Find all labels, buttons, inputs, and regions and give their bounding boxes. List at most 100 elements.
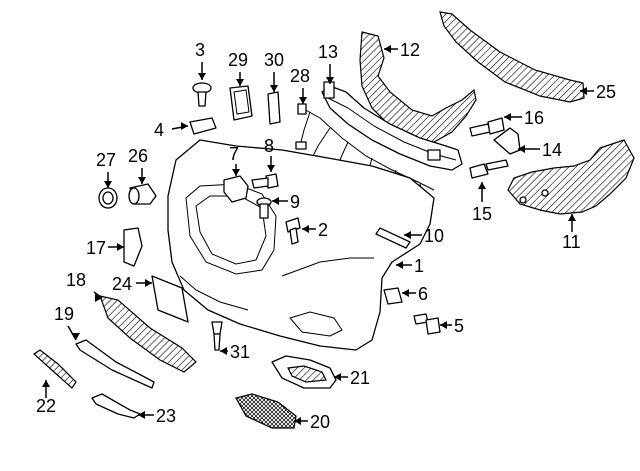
callout-number: 29 [228,50,248,70]
arrow-head-icon [568,214,576,221]
callout-3: 3 [195,40,206,80]
callout-12: 12 [384,40,420,60]
part-29-control-module [229,85,253,121]
callout-25: 25 [580,82,616,102]
callout-number: 28 [290,66,310,86]
callout-18: 18 [66,270,103,302]
part-21-fog-lamp-bezel [271,355,337,389]
arrow-head-icon [404,231,411,239]
part-7-bracket [223,175,249,203]
callout-number: 10 [424,226,444,246]
arrow-head-icon [270,85,278,92]
callout-22: 22 [36,380,56,416]
arrow-head-icon [384,45,391,53]
arrow-head-icon [396,261,403,269]
callout-number: 26 [128,146,148,166]
callout-number: 11 [562,232,581,252]
part-26-park-sensor [128,183,157,205]
callout-4: 4 [154,120,189,140]
callout-6: 6 [402,284,428,304]
part-27-sensor-ring [98,187,118,209]
callout-28: 28 [290,66,310,104]
callout-number: 18 [66,270,86,290]
arrow-head-icon [181,122,188,130]
callout-number: 8 [264,136,274,156]
arrow-head-icon [220,347,227,355]
arrow-head-icon [95,294,102,302]
arrow-head-icon [117,243,124,251]
part-31-temperature-sensor [211,321,223,351]
part-18-grille [99,295,197,373]
arrow-head-icon [580,87,587,95]
part-4-nut [189,117,217,135]
callout-number: 13 [318,42,338,62]
part-3-screw [192,82,212,107]
arrow-head-icon [478,182,486,189]
arrow-head-icon [299,97,307,104]
arrow-head-icon [198,73,206,80]
arrow-head-icon [42,380,50,387]
callout-number: 23 [156,406,176,426]
part-2-screw [285,217,301,245]
arrow-head-icon [518,145,525,153]
callout-1: 1 [396,256,424,276]
callout-2: 2 [302,220,328,240]
arrow-head-icon [72,333,80,340]
callout-8: 8 [264,136,275,172]
callout-number: 3 [195,40,205,60]
callout-27: 27 [96,150,116,188]
callout-number: 12 [400,40,420,60]
callout-number: 15 [472,204,492,224]
callout-number: 25 [596,82,616,102]
callout-number: 27 [96,150,116,170]
callout-number: 7 [229,144,239,164]
callout-number: 19 [54,304,74,324]
part-13-reinforcement-bar [321,81,463,171]
arrow-head-icon [145,279,152,287]
arrow-head-icon [302,225,309,233]
part-15-bolt [469,159,509,179]
part-6-clip [383,287,403,305]
callout-30: 30 [264,50,284,92]
part-16-bolt [469,117,505,137]
callout-24: 24 [112,274,152,294]
callout-15: 15 [472,182,492,224]
callout-number: 9 [290,192,300,212]
part-25-upper-absorber [439,11,585,103]
callout-16: 16 [504,108,544,128]
callout-number: 16 [524,108,544,128]
arrow-head-icon [504,113,511,121]
callout-number: 14 [542,140,562,160]
part-10-strip [375,227,411,249]
part-17-bracket [123,227,143,267]
callout-number: 1 [414,256,424,276]
callout-17: 17 [86,238,124,258]
part-24-license-bracket [151,275,189,323]
callout-31: 31 [220,342,250,362]
arrow-head-icon [138,411,145,419]
arrow-head-icon [294,417,301,425]
callout-7: 7 [229,144,240,176]
part-23-molding [91,393,141,419]
callout-number: 17 [86,238,106,258]
callout-5: 5 [440,316,464,336]
arrow-head-icon [440,321,447,329]
callout-20: 20 [294,412,330,432]
callout-10: 10 [404,226,444,246]
callout-number: 4 [154,120,164,140]
part-14-bracket [493,127,521,155]
leader-line [93,291,103,299]
part-22-molding [33,349,77,389]
part-9-stud [256,197,272,219]
part-8-bolt [251,173,279,189]
arrow-head-icon [402,289,409,297]
callout-29: 29 [228,50,248,86]
arrow-head-icon [104,181,112,188]
arrow-head-icon [334,373,341,381]
callout-21: 21 [334,368,370,388]
callout-number: 31 [230,342,250,362]
arrow-head-icon [267,165,275,172]
